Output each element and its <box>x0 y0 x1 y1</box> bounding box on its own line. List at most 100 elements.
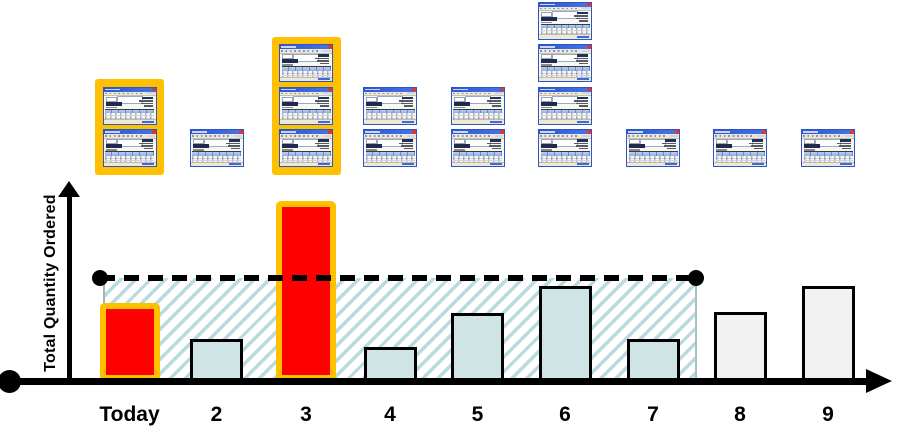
doc-table-row <box>715 155 765 159</box>
doc-table-header <box>453 151 502 156</box>
doc-table-header <box>715 151 765 156</box>
doc-close-icon <box>328 87 332 91</box>
doc-right-text-line <box>842 147 851 149</box>
threshold-dashed-line <box>100 275 696 281</box>
doc-right-text-line <box>227 145 240 147</box>
doc-table-header <box>281 151 331 156</box>
doc-table-header <box>540 23 590 28</box>
doc-right-text-line <box>839 145 851 147</box>
doc-right-text-line <box>751 145 763 147</box>
doc-left-text-block <box>541 144 557 148</box>
doc-left-text-block <box>541 59 557 63</box>
doc-toolbar <box>627 134 679 139</box>
order-document-window-icon <box>450 86 505 125</box>
doc-right-text-line <box>579 62 588 64</box>
doc-right-text-line <box>579 20 588 22</box>
order-document-window-icon <box>279 44 333 82</box>
order-document-window-icon <box>538 44 592 82</box>
doc-table-header <box>365 108 415 113</box>
threshold-left-endpoint-dot <box>92 270 108 286</box>
doc-titlebar <box>714 130 766 134</box>
doc-table-row <box>540 113 590 117</box>
doc-right-text-line <box>488 102 501 104</box>
doc-left-text-block <box>453 101 470 106</box>
doc-left-text-block <box>282 59 298 63</box>
doc-right-text-line <box>579 105 588 107</box>
doc-right-text-line <box>141 96 153 99</box>
doc-right-text-line <box>664 145 676 147</box>
order-document-window-icon <box>102 129 157 167</box>
doc-table-row <box>365 155 415 159</box>
doc-right-text-line <box>401 102 413 104</box>
doc-right-text-line <box>399 142 413 144</box>
doc-table-header <box>628 151 678 156</box>
doc-right-text-line <box>402 139 413 142</box>
doc-titlebar <box>190 130 243 134</box>
order-document-window-icon <box>538 129 592 167</box>
doc-right-text-line <box>486 142 501 144</box>
doc-close-icon <box>587 2 591 6</box>
doc-close-icon <box>587 87 591 91</box>
doc-titlebar <box>539 45 591 49</box>
doc-toolbar <box>714 134 766 139</box>
doc-toolbar <box>280 134 332 139</box>
order-document-window-icon <box>189 129 244 167</box>
doc-statusbar <box>364 119 416 124</box>
order-document-window-icon <box>801 129 855 167</box>
order-document-window-icon <box>102 86 157 125</box>
doc-right-text-line <box>489 139 501 142</box>
doc-close-icon <box>499 87 504 91</box>
doc-table-row <box>628 158 678 162</box>
doc-field <box>541 11 552 17</box>
doc-right-text-line <box>318 54 329 57</box>
doc-field <box>105 139 117 144</box>
doc-toolbar <box>103 134 156 139</box>
origin-dot <box>0 370 21 393</box>
doc-left-subtext <box>629 149 640 151</box>
doc-statusbar <box>280 76 332 81</box>
doc-statusbar <box>539 34 591 39</box>
doc-right-text-line <box>138 142 153 144</box>
x-tick-label-6: 6 <box>559 403 571 426</box>
doc-toolbar <box>364 91 416 96</box>
doc-left-subtext <box>453 149 465 151</box>
doc-left-text-block <box>366 101 382 106</box>
doc-table-row <box>540 155 590 159</box>
doc-left-text-block <box>453 144 470 148</box>
doc-left-subtext <box>716 149 727 151</box>
doc-left-subtext <box>541 64 552 66</box>
bar-3 <box>276 201 336 381</box>
doc-toolbar <box>802 134 854 139</box>
doc-table-header <box>540 108 590 113</box>
doc-table-row <box>105 113 154 117</box>
doc-left-subtext <box>105 149 117 151</box>
doc-right-text-line <box>574 15 588 17</box>
doc-left-text-block <box>282 144 298 148</box>
doc-table-row <box>281 155 331 159</box>
doc-table-row <box>540 115 590 119</box>
doc-left-subtext <box>282 106 293 108</box>
doc-right-text-line <box>840 139 851 142</box>
doc-left-text-block <box>282 101 298 106</box>
doc-left-subtext <box>453 106 465 108</box>
doc-right-text-line <box>574 142 588 144</box>
doc-table-row <box>453 115 502 119</box>
doc-right-text-line <box>315 100 329 102</box>
doc-field <box>366 96 377 102</box>
doc-field <box>192 139 204 144</box>
bar-today <box>99 303 160 381</box>
doc-right-text-line <box>576 17 588 19</box>
doc-right-text-line <box>143 147 153 149</box>
doc-titlebar <box>364 87 416 92</box>
doc-titlebar <box>451 130 504 134</box>
doc-field <box>541 54 552 59</box>
doc-right-text-line <box>141 139 153 142</box>
doc-close-icon <box>587 45 591 49</box>
order-document-window-icon <box>279 129 333 167</box>
doc-right-text-line <box>486 100 501 102</box>
order-document-window-icon <box>363 129 417 167</box>
doc-table-row <box>105 155 154 159</box>
doc-right-text-line <box>228 139 240 142</box>
doc-table-row <box>281 70 331 74</box>
